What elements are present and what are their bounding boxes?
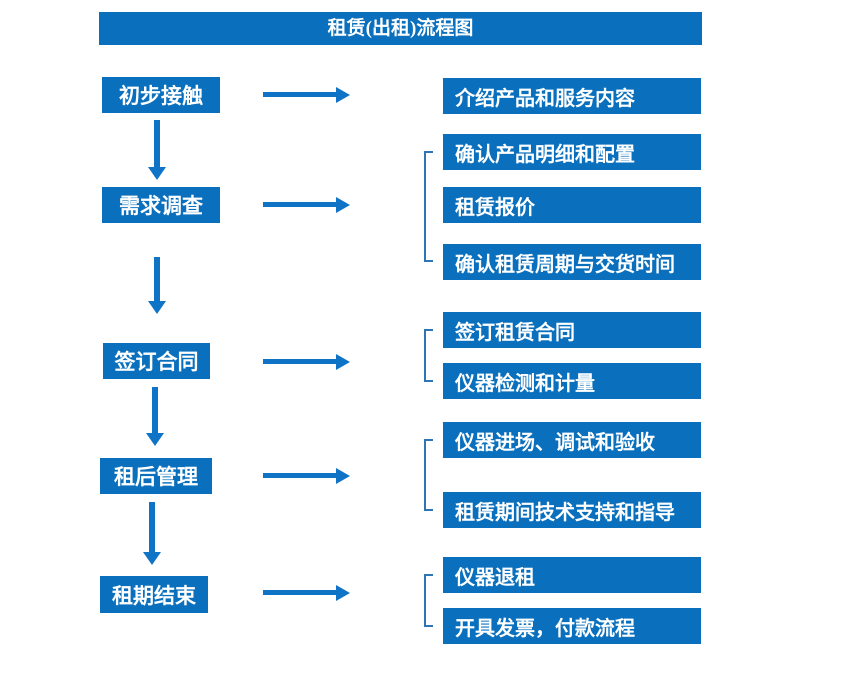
arrow-down-icon	[146, 387, 164, 446]
arrow-head	[336, 87, 350, 103]
arrow-head	[336, 585, 350, 601]
detail-box-sign-rental-contract: 签订租赁合同	[443, 312, 701, 348]
flowchart-title: 租赁(出租)流程图	[99, 12, 702, 45]
detail-box-instrument-setup-acceptance: 仪器进场、调试和验收	[443, 422, 701, 458]
arrow-head	[146, 433, 164, 446]
arrow-right-icon	[263, 354, 350, 370]
arrow-shaft	[263, 590, 336, 595]
step-box-demand-survey: 需求调查	[102, 187, 220, 223]
arrow-head	[336, 468, 350, 484]
detail-box-instrument-return: 仪器退租	[443, 557, 701, 593]
arrow-shaft	[263, 359, 336, 364]
arrow-down-icon	[148, 120, 166, 180]
detail-box-confirm-rental-period: 确认租赁周期与交货时间	[443, 244, 701, 280]
arrow-shaft	[263, 473, 336, 478]
detail-box-introduce-products: 介绍产品和服务内容	[443, 78, 701, 114]
detail-box-rental-quote: 租赁报价	[443, 187, 701, 223]
arrow-head	[143, 552, 161, 565]
step-box-sign-contract: 签订合同	[103, 343, 210, 379]
detail-box-invoice-payment: 开具发票，付款流程	[443, 608, 701, 644]
arrow-shaft	[263, 202, 336, 207]
step-box-post-rental-management: 租后管理	[100, 458, 212, 494]
arrow-head	[148, 301, 166, 314]
arrow-shaft	[154, 120, 160, 168]
arrow-head	[336, 354, 350, 370]
detail-box-confirm-product-details: 确认产品明细和配置	[443, 134, 701, 170]
arrow-right-icon	[263, 197, 350, 213]
detail-box-technical-support: 租赁期间技术支持和指导	[443, 492, 701, 528]
group-bracket	[424, 574, 433, 627]
step-box-initial-contact: 初步接触	[102, 77, 220, 113]
group-bracket	[424, 329, 433, 382]
arrow-down-icon	[143, 502, 161, 565]
group-bracket	[424, 151, 433, 262]
detail-box-instrument-testing: 仪器检测和计量	[443, 363, 701, 399]
arrow-shaft	[263, 92, 336, 97]
arrow-head	[336, 197, 350, 213]
arrow-shaft	[149, 502, 155, 553]
arrow-right-icon	[263, 87, 350, 103]
arrow-right-icon	[263, 468, 350, 484]
arrow-shaft	[152, 387, 158, 434]
arrow-head	[148, 167, 166, 180]
arrow-shaft	[154, 257, 160, 302]
arrow-right-icon	[263, 585, 350, 601]
group-bracket	[424, 439, 433, 511]
step-box-rental-end: 租期结束	[100, 576, 208, 613]
arrow-down-icon	[148, 257, 166, 314]
